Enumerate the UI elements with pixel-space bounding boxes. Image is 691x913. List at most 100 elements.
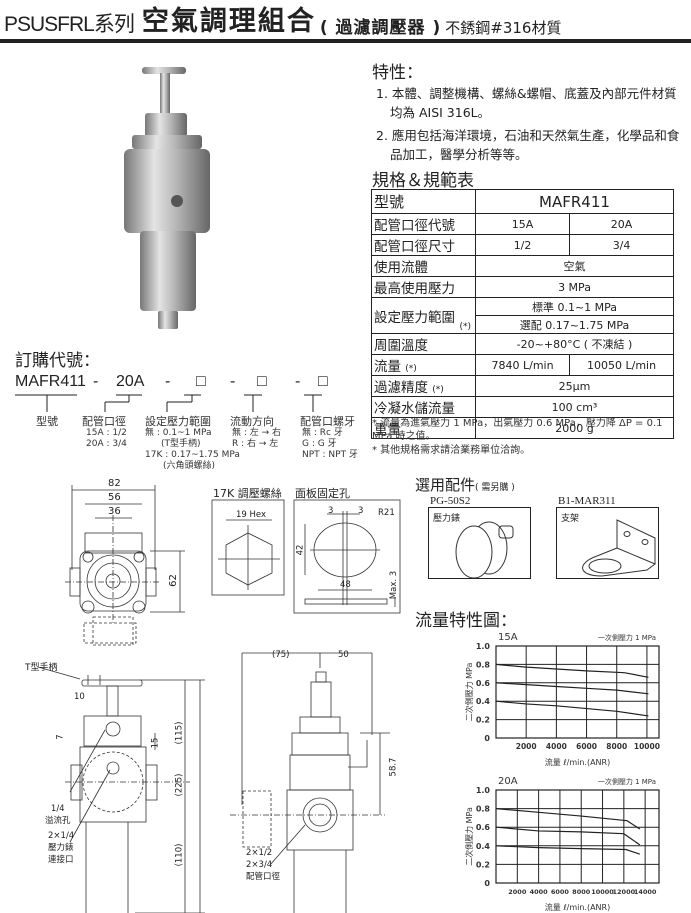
x-tick-label: 10000	[634, 742, 660, 751]
gauge-name: 連接口	[48, 855, 74, 865]
order-field-pressure: 設定壓力範圍無 : 0.1~1 MPa(T型手柄)17K : 0.17~1.75…	[145, 416, 240, 472]
accessories-heading: 選用配件( 需另購 )	[415, 474, 515, 495]
dim-label: (115)	[174, 721, 185, 745]
dim-label: 3	[328, 506, 334, 516]
dim-label: 3	[358, 506, 364, 516]
field-line: (T型手柄)	[161, 439, 201, 449]
y-tick-label: 0	[484, 734, 490, 743]
spec-value: 3/4	[569, 234, 674, 256]
dim-label: 58.7	[388, 757, 399, 777]
series-line-0.4	[495, 700, 649, 717]
series-line-0.4	[495, 845, 641, 855]
dim-label: (110)	[174, 843, 185, 867]
spec-value: -20~+80°C ( 不凍結 )	[475, 333, 674, 355]
spec-value: 7840 L/min	[474, 354, 571, 376]
spec-label: 使用流體	[371, 255, 476, 277]
spec-value: 25μm	[475, 375, 674, 397]
order-code-diagram	[15, 394, 322, 412]
product-title: 空氣調理組合	[141, 6, 316, 37]
x-axis-label: 流量 ℓ/min.(ANR)	[545, 902, 610, 912]
pressure-gauge-icon	[455, 521, 514, 579]
field-line: 15A : 1/2	[86, 428, 127, 438]
spec-label: 流量 (*)	[371, 354, 476, 376]
dim-label: 36	[108, 506, 121, 517]
spec-value: 100 cm³	[475, 396, 674, 418]
order-size: 20A	[116, 373, 145, 390]
order-dash: -	[230, 373, 236, 390]
x-tick-label: 6000	[576, 742, 597, 751]
field-title: 設定壓力範圍	[145, 415, 211, 428]
spec-value: 3 MPa	[475, 276, 674, 298]
field-line: (六角頭螺絲)	[163, 461, 216, 471]
feature-item: 1. 本體、調整機構、螺絲&螺帽、底蓋及內部元件材質均為 AISI 316L。	[376, 86, 677, 120]
gauge-size: 2×1/4	[48, 831, 75, 841]
y-tick-label: 0.6	[476, 679, 491, 688]
y-tick-label: 0.4	[476, 842, 491, 851]
port-size: 2×1/2	[246, 848, 273, 858]
dim-label: 10	[74, 692, 85, 702]
series-line-0.8	[495, 808, 641, 830]
spec-note: * 其他規格需求請洽業務單位洽詢。	[372, 445, 531, 456]
spec-value: 選配 0.17~1.75 MPa	[475, 315, 674, 334]
spec-label: 配管口徑代號	[371, 213, 476, 235]
t-handle-label: T型手柄	[25, 663, 58, 673]
order-box-pressure: □	[196, 373, 206, 390]
chart-title: 20A	[498, 776, 518, 787]
accessory-bracket: 支架	[556, 507, 659, 579]
flow-chart-heading: 流量特性圖：	[415, 611, 517, 631]
header-rule	[0, 39, 691, 43]
spec-label: 型號	[371, 189, 476, 214]
y-tick-label: 0.8	[476, 660, 491, 669]
series-line-0.8	[495, 663, 649, 678]
x-axis-label: 流量 ℓ/min.(ANR)	[545, 757, 610, 767]
order-field-model: 型號	[36, 416, 58, 428]
dim-label: 7	[55, 734, 66, 740]
spec-label: 冷凝水儲流量	[371, 396, 476, 418]
field-title: 型號	[36, 415, 58, 428]
plot-frame	[495, 789, 660, 884]
chart-annotation: 一次側壓力 1 MPa	[598, 777, 656, 786]
field-title: 配管口螺牙	[300, 415, 355, 428]
field-line: R : 右 → 左	[232, 439, 279, 449]
field-line: NPT : NPT 牙	[302, 450, 358, 460]
x-tick-label: 2000	[516, 742, 537, 751]
dim-label: 19 Hex	[236, 510, 267, 520]
series-line-0.6	[495, 826, 641, 846]
dim-label: 56	[108, 492, 121, 503]
spec-label-text: 流量	[374, 359, 401, 375]
product-photo	[124, 67, 210, 329]
y-tick-label: 0.2	[476, 860, 490, 869]
product-subtitle: ( 過濾調壓器 )	[319, 18, 442, 38]
series-line-0.6	[495, 682, 649, 695]
field-lines: 無 : 0.1~1 MPa(T型手柄)17K : 0.17~1.75 MPa(六…	[145, 428, 240, 472]
spec-value: 標準 0.1~1 MPa	[475, 297, 674, 316]
y-tick-label: 1.0	[476, 786, 491, 795]
dimension-drawings	[37, 485, 401, 913]
dim-label: (225)	[174, 773, 185, 797]
spec-value: 2000 g	[475, 417, 674, 439]
spec-value: 1/2	[474, 234, 571, 256]
dim-label: 42	[295, 544, 306, 556]
spec-value: 15A	[474, 213, 571, 235]
chart-annotation: 一次側壓力 1 MPa	[598, 633, 656, 642]
order-box-thread: □	[318, 373, 328, 390]
dim-label: Max. 3	[389, 570, 400, 600]
spec-value: 10050 L/min	[569, 354, 674, 376]
order-dash: -	[295, 373, 301, 390]
y-axis-label: 二次側壓力 MPa	[464, 662, 474, 721]
table-row: 周圍溫度-20~+80°C ( 不凍結 )	[371, 333, 674, 355]
y-tick-label: 0	[484, 879, 490, 888]
gauge-name: 壓力錶	[48, 843, 74, 853]
spec-value: MAFR411	[475, 189, 674, 214]
x-tick-label: 2000	[508, 888, 527, 896]
